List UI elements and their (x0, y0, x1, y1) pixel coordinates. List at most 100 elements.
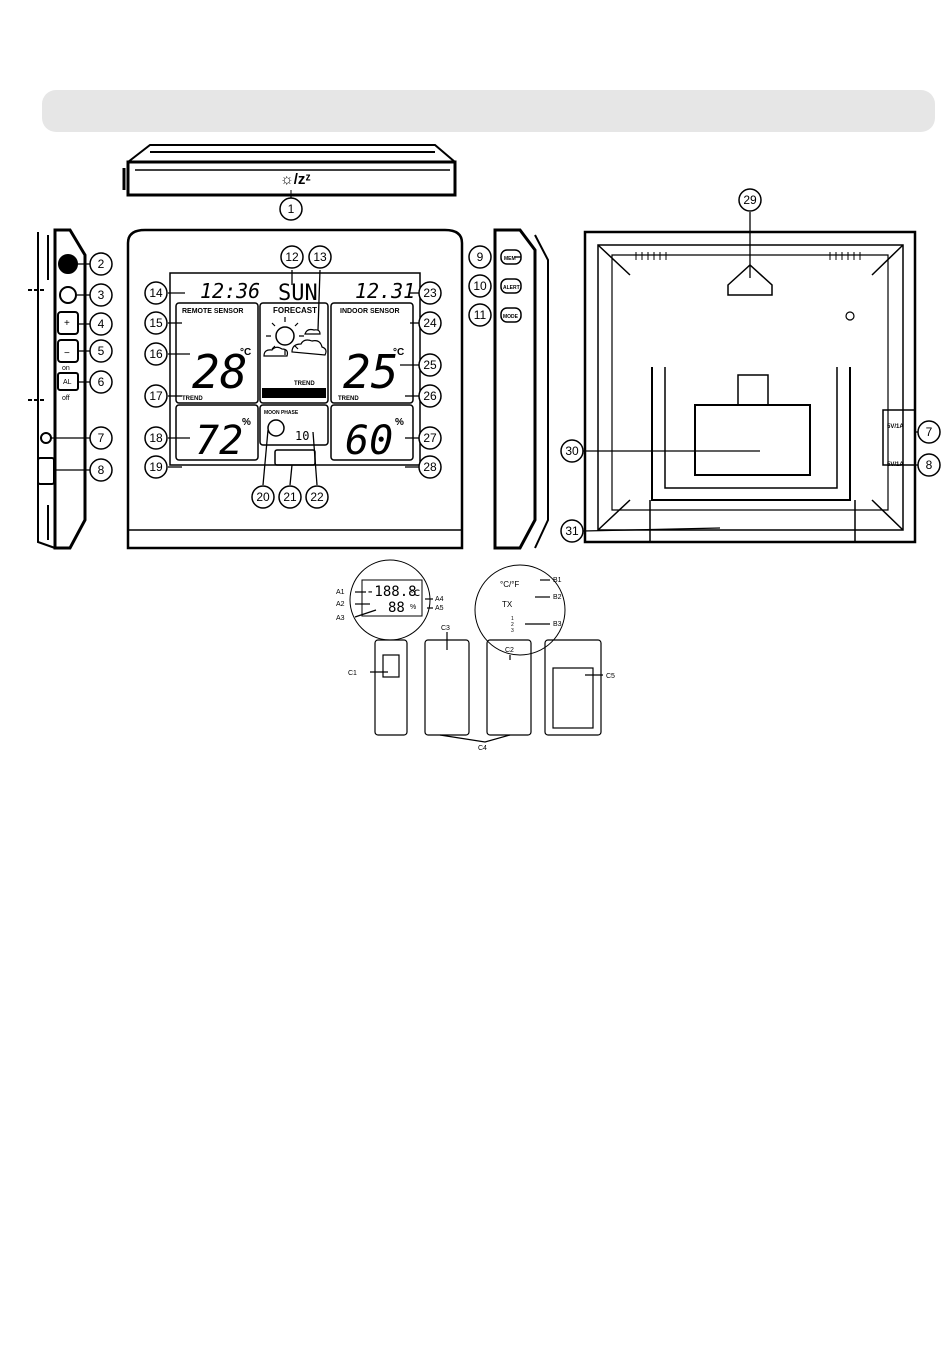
callout-number: 2 (98, 257, 105, 271)
label-A2: A2 (336, 601, 345, 608)
lcd-date: 12.31 (355, 279, 415, 303)
callout-circle (144, 281, 168, 305)
callout-circle (560, 439, 584, 463)
callout-number: 10 (473, 279, 487, 293)
callouts (51, 196, 920, 532)
callout-circle (418, 311, 442, 335)
lcd-indoor-trend: TREND (338, 396, 359, 402)
callout-number: 30 (565, 444, 579, 458)
sensor-detail (349, 559, 603, 743)
callout-number: 15 (149, 316, 163, 330)
label-C1: C1 (348, 670, 357, 677)
label-C4: C4 (478, 745, 487, 752)
sensor-switch-2: 2 (511, 622, 514, 628)
callout-circle (418, 384, 442, 408)
callout-number: 27 (423, 431, 437, 445)
callout-circle (418, 281, 442, 305)
callout-number: 11 (474, 308, 487, 322)
lcd-indoor-temp-unit: °C (393, 347, 404, 358)
callout-circle (144, 455, 168, 479)
callout-number: 26 (423, 389, 437, 403)
lcd-remote-humidity-unit: % (242, 417, 251, 428)
right-side-buttons: MEM ALERT MODE (503, 256, 520, 320)
callout-number: 20 (256, 490, 270, 504)
sensor-f-label: °C/°F (500, 580, 519, 589)
lcd-remote-trend: TREND (182, 396, 203, 402)
label-C5: C5 (606, 673, 615, 680)
callout-circle (418, 426, 442, 450)
label-A3: A3 (336, 615, 345, 622)
callout-circle (89, 312, 113, 336)
callout-number: 7 (98, 431, 105, 445)
left-al-label: AL (63, 379, 72, 386)
lcd-remote-temp: 28 (192, 345, 247, 399)
lcd-indoor-title: INDOOR SENSOR (340, 308, 400, 315)
callout-circle (144, 311, 168, 335)
top-button-symbol: ☼/zᶻ (280, 171, 311, 188)
callout-circle (144, 384, 168, 408)
callout-circle (89, 458, 113, 482)
sensor-tx-label: TX (502, 600, 513, 609)
mem-button-label[interactable]: MEM (504, 256, 516, 262)
callout-circle (89, 252, 113, 276)
callout-circle (917, 420, 941, 444)
callout-number: 16 (149, 347, 163, 361)
left-on-label: on (62, 365, 70, 372)
mode-button-label[interactable]: MODE (503, 314, 519, 320)
callout-number: 5 (98, 344, 105, 358)
sensor-display-unit: ℃ (410, 588, 420, 598)
lcd-indoor-humidity: 60 (345, 418, 393, 464)
callout-circle (278, 485, 302, 509)
sensor-switch-1: 1 (511, 616, 514, 622)
sensor-display-value: -188.8 (366, 584, 417, 600)
label-C2: C2 (505, 647, 514, 654)
callout-number: 22 (310, 490, 324, 504)
left-side-view (28, 228, 87, 550)
callout-number: 24 (423, 316, 437, 330)
callout-number: 21 (283, 490, 297, 504)
left-off-label: off (62, 395, 70, 402)
callout-circle (89, 339, 113, 363)
callout-circle (418, 455, 442, 479)
callout-number: 19 (149, 460, 163, 474)
lcd-remote-humidity: 72 (195, 418, 243, 464)
callout-number: 4 (98, 317, 105, 331)
callout-number: 3 (98, 288, 105, 302)
back-view (583, 230, 917, 544)
callout-number: 8 (98, 463, 105, 477)
callout-number: 7 (926, 425, 933, 439)
label-A1: A1 (336, 589, 345, 596)
sensor-humidity-value: 88 (388, 600, 405, 616)
callout-circle (89, 426, 113, 450)
callout-circle (917, 453, 941, 477)
callout-number: 25 (423, 358, 437, 372)
right-side-view (493, 228, 549, 550)
callout-number: 31 (565, 524, 579, 538)
callout-number: 23 (423, 286, 437, 300)
label-B2: B2 (553, 594, 562, 601)
header-bar (42, 90, 935, 132)
label-A5: A5 (435, 605, 444, 612)
back-usb-label: 5V/1A (887, 462, 904, 468)
left-minus-label: − (64, 348, 70, 359)
callout-circle (89, 370, 113, 394)
alert-button-label[interactable]: ALERT (503, 285, 520, 291)
callout-number: 14 (149, 286, 163, 300)
lcd-day: SUN (278, 281, 318, 306)
callout-circle (738, 188, 762, 212)
callout-number: 6 (98, 375, 105, 389)
callout-number: 18 (149, 431, 163, 445)
lcd-clock: 12:36 (200, 279, 260, 303)
lcd-remote-title: REMOTE SENSOR (182, 308, 243, 315)
callout-circle (468, 303, 492, 327)
callout-circle (144, 426, 168, 450)
callout-circle (560, 519, 584, 543)
lcd-moon-label: MOON PHASE (264, 410, 299, 416)
callout-number: 9 (477, 250, 484, 264)
lcd-moon-value: 10 (295, 429, 309, 443)
callout-number: 8 (926, 458, 933, 472)
callout-circle (279, 197, 303, 221)
label-B1: B1 (553, 577, 562, 584)
